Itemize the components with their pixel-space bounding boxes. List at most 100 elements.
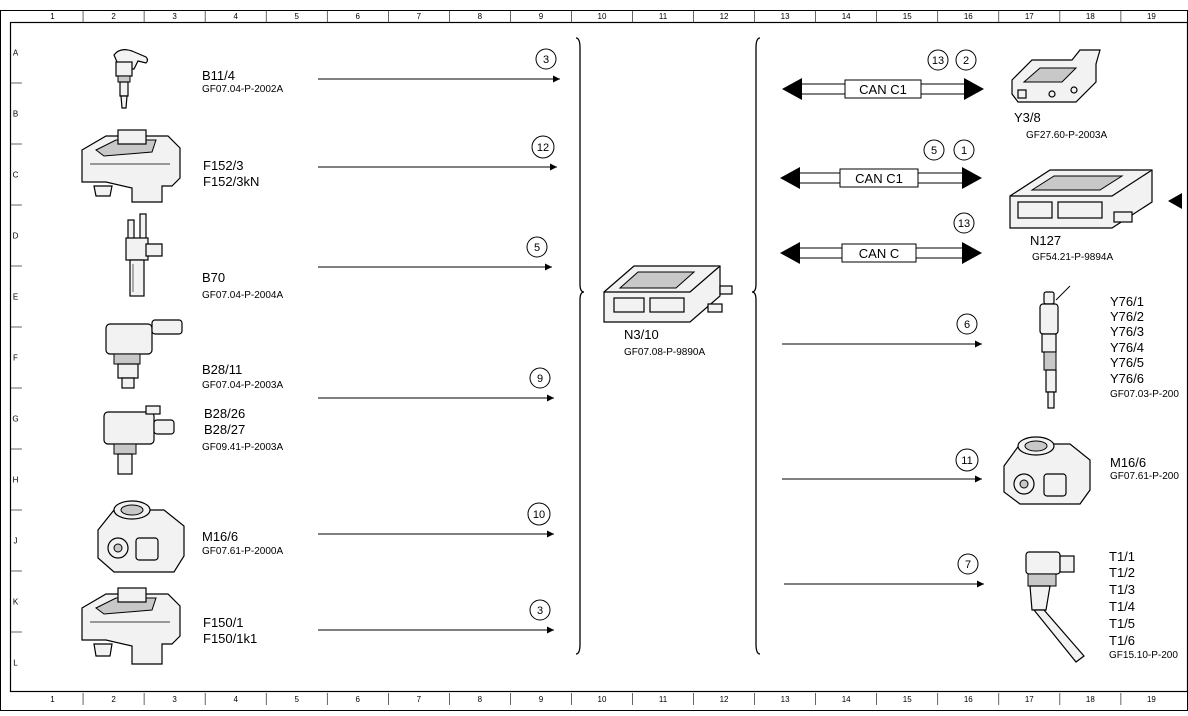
component-name: T1/5	[1109, 616, 1135, 631]
grid-row-label: D	[13, 232, 19, 241]
can-link-c-bottom: CAN C 13	[780, 212, 982, 264]
component-name: B28/11	[202, 362, 242, 377]
grid-row-label: K	[13, 598, 19, 607]
component-name: M16/6	[1110, 455, 1146, 470]
grid-column-label: 7	[417, 695, 422, 704]
component-b70: B70 GF07.04-P-2004A 5	[125, 213, 552, 301]
fuse-relay-box-icon	[81, 129, 181, 203]
grid-column-label: 4	[233, 12, 238, 21]
grid-column-label: 18	[1086, 695, 1095, 704]
component-code: GF07.08-P-9890A	[624, 347, 705, 358]
component-code: GF07.04-P-2002A	[202, 84, 283, 95]
component-name: T1/4	[1109, 599, 1135, 614]
component-name: T1/2	[1109, 565, 1135, 580]
wire-badge-number: 3	[543, 54, 549, 66]
component-code: GF07.61-P-2000A	[202, 546, 283, 557]
component-code: GF15.10-P-200	[1109, 650, 1178, 661]
wire-badge	[531, 135, 555, 159]
wire-badge-number: 9	[537, 373, 543, 385]
component-name: Y76/3	[1110, 324, 1144, 339]
grid-row-label: B	[13, 110, 18, 119]
grid-column-label: 11	[659, 12, 668, 21]
component-m16-6-left: M16/6 GF07.61-P-2000A 10	[97, 500, 554, 573]
wire-badge-number: 2	[963, 55, 969, 67]
grid-column-label: 17	[1025, 12, 1034, 21]
injector-icon	[1039, 285, 1071, 409]
component-code: GF27.60-P-2003A	[1026, 130, 1107, 141]
component-name: F150/1k1	[203, 631, 257, 646]
component-name: T1/6	[1109, 633, 1135, 648]
component-code: GF07.04-P-2003A	[202, 380, 283, 391]
left-brace	[575, 37, 585, 655]
valve-body-icon	[1011, 49, 1101, 103]
wire-badge-number: 10	[533, 509, 545, 521]
grid-column-label: 9	[539, 695, 544, 704]
wire-badge	[957, 553, 979, 575]
grid-column-label: 5	[294, 695, 299, 704]
pressure-sensor-icon	[105, 319, 183, 389]
wire-badge	[529, 367, 551, 389]
grid-column-label: 7	[417, 12, 422, 21]
grid-column-label: 13	[781, 695, 790, 704]
grid-column-label: 19	[1147, 695, 1156, 704]
grid-row-label: J	[14, 537, 18, 546]
wire-badge	[955, 448, 979, 472]
grid-column-label: 10	[598, 695, 607, 704]
component-code: GF07.03-P-200	[1110, 389, 1179, 400]
wire-badge	[527, 502, 551, 526]
component-t1: T1/1 T1/2 T1/3 T1/4 T1/5 T1/6 GF15.10-P-…	[784, 549, 1178, 663]
wire-badge	[526, 236, 548, 258]
grid-row-label: C	[13, 171, 19, 180]
component-name: Y76/4	[1110, 340, 1144, 355]
component-y3-8: Y3/8 GF27.60-P-2003A	[1011, 49, 1107, 141]
component-y76: Y76/1 Y76/2 Y76/3 Y76/4 Y76/5 Y76/6 GF07…	[782, 285, 1179, 409]
grid-column-label: 2	[111, 12, 116, 21]
grid-column-label: 9	[539, 12, 544, 21]
grid-column-label: 14	[842, 12, 851, 21]
component-name: F152/3	[203, 158, 243, 173]
ignition-coil-icon	[1025, 551, 1085, 663]
control-unit-icon	[603, 265, 733, 323]
grid-row-label: H	[13, 476, 19, 485]
fuse-relay-box-icon	[81, 587, 181, 665]
component-b28-11: B28/11 GF07.04-P-2003A 9	[105, 319, 554, 402]
grid-column-label: 10	[598, 12, 607, 21]
grid-column-label: 16	[964, 12, 973, 21]
component-b28-26: B28/26 B28/27 GF09.41-P-2003A	[103, 405, 283, 475]
offpage-arrow-icon	[1168, 193, 1182, 209]
component-code: GF09.41-P-2003A	[202, 442, 283, 453]
component-name: B28/26	[204, 406, 245, 421]
can-link-c1-top: CAN C1 13 2	[782, 49, 984, 100]
component-name: N3/10	[624, 327, 659, 342]
wire-badge-number: 13	[932, 55, 944, 67]
grid-column-label: 16	[964, 695, 973, 704]
component-name: F150/1	[203, 615, 243, 630]
wire-badge-number: 7	[965, 559, 971, 571]
grid-column-label: 8	[478, 695, 483, 704]
component-name: F152/3kN	[203, 174, 259, 189]
wire-badge-number: 11	[961, 455, 972, 467]
grid-column-label: 19	[1147, 12, 1156, 21]
grid-column-label: 6	[356, 695, 361, 704]
grid-column-label: 17	[1025, 695, 1034, 704]
wire-badge-number: 3	[537, 605, 543, 617]
component-name: Y76/5	[1110, 355, 1144, 370]
can-label: CAN C1	[855, 171, 903, 186]
component-name: Y3/8	[1014, 110, 1041, 125]
grid-column-label: 14	[842, 695, 851, 704]
grid-column-label: 4	[233, 695, 238, 704]
component-m16-6-right: M16/6 GF07.61-P-200 11	[782, 436, 1179, 505]
component-name: B11/4	[202, 68, 235, 83]
grid-column-label: 3	[172, 12, 177, 21]
component-code: GF54.21-P-9894A	[1032, 252, 1113, 263]
component-name: B28/27	[204, 422, 245, 437]
grid-column-label: 11	[659, 695, 668, 704]
grid-column-label: 5	[294, 12, 299, 21]
grid-row-label: F	[13, 354, 18, 363]
wire-badge	[535, 48, 557, 70]
can-label: CAN C1	[859, 82, 907, 97]
throttle-actuator-icon	[1003, 436, 1091, 505]
pressure-sensor-icon	[103, 405, 175, 475]
